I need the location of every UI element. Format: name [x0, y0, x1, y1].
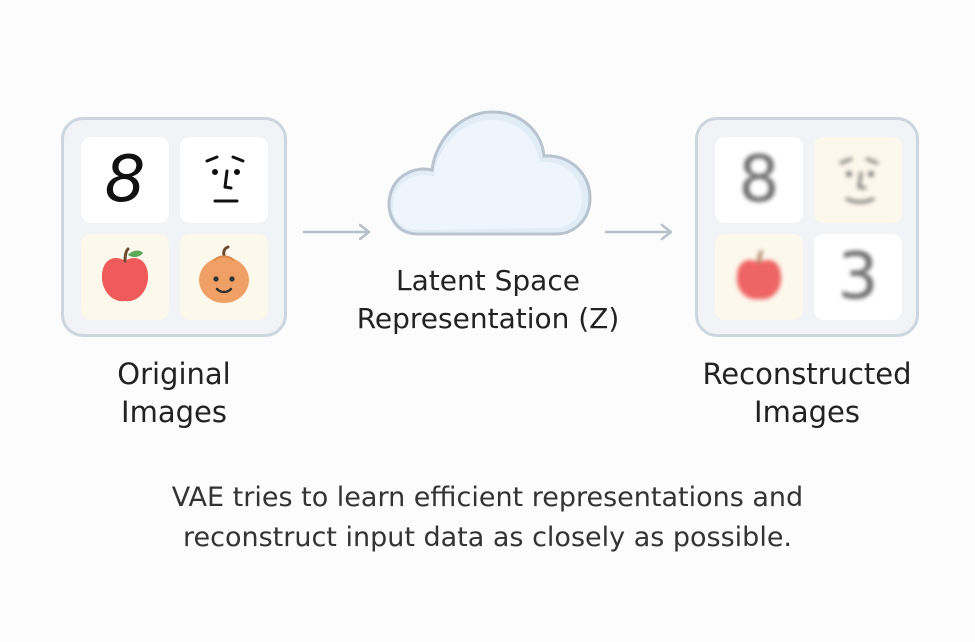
- latent-label-line2: Representation (Z): [356, 302, 620, 335]
- caption-line1: VAE tries to learn efficient representat…: [171, 482, 804, 513]
- blurred-digit-3-text: 3: [837, 240, 879, 314]
- caption-line2: reconstruct input data as closely as pos…: [182, 522, 793, 553]
- original-tile-face: [180, 137, 268, 223]
- blurred-digit-8-text: 8: [738, 143, 780, 217]
- original-label-line1: Original: [117, 357, 231, 391]
- face-icon: [205, 155, 245, 203]
- digit-8-text: 8: [104, 143, 146, 217]
- original-images-label: Original Images: [56, 355, 292, 431]
- original-tile-digit-8: 8: [81, 137, 169, 223]
- original-label-line2: Images: [121, 395, 227, 429]
- original-tile-pumpkin-face: [180, 234, 268, 320]
- arrow-right-icon: [302, 223, 371, 241]
- reconstructed-images-label: Reconstructed Images: [680, 355, 934, 431]
- blurred-face-icon: [839, 157, 879, 204]
- reconstructed-label-line2: Images: [754, 395, 860, 429]
- reconstructed-tile-digit-8: 8: [715, 137, 803, 223]
- pumpkin-face-icon: [199, 245, 249, 303]
- cloud-icon: [387, 110, 592, 236]
- caption: VAE tries to learn efficient representat…: [80, 478, 895, 558]
- apple-icon: [101, 247, 149, 302]
- reconstructed-images-panel: 8 3: [695, 117, 919, 337]
- original-tile-apple: [81, 234, 169, 320]
- original-images-panel: 8: [61, 117, 287, 337]
- arrow-right-icon: [604, 223, 673, 241]
- latent-label-line1: Latent Space: [396, 264, 580, 297]
- blurred-apple-icon: [736, 249, 782, 300]
- latent-space-label: Latent Space Representation (Z): [338, 262, 638, 338]
- reconstructed-tile-face: [814, 137, 902, 223]
- reconstructed-label-line1: Reconstructed: [702, 357, 912, 391]
- reconstructed-tile-apple: [715, 234, 803, 320]
- reconstructed-tile-digit-3: 3: [814, 234, 902, 320]
